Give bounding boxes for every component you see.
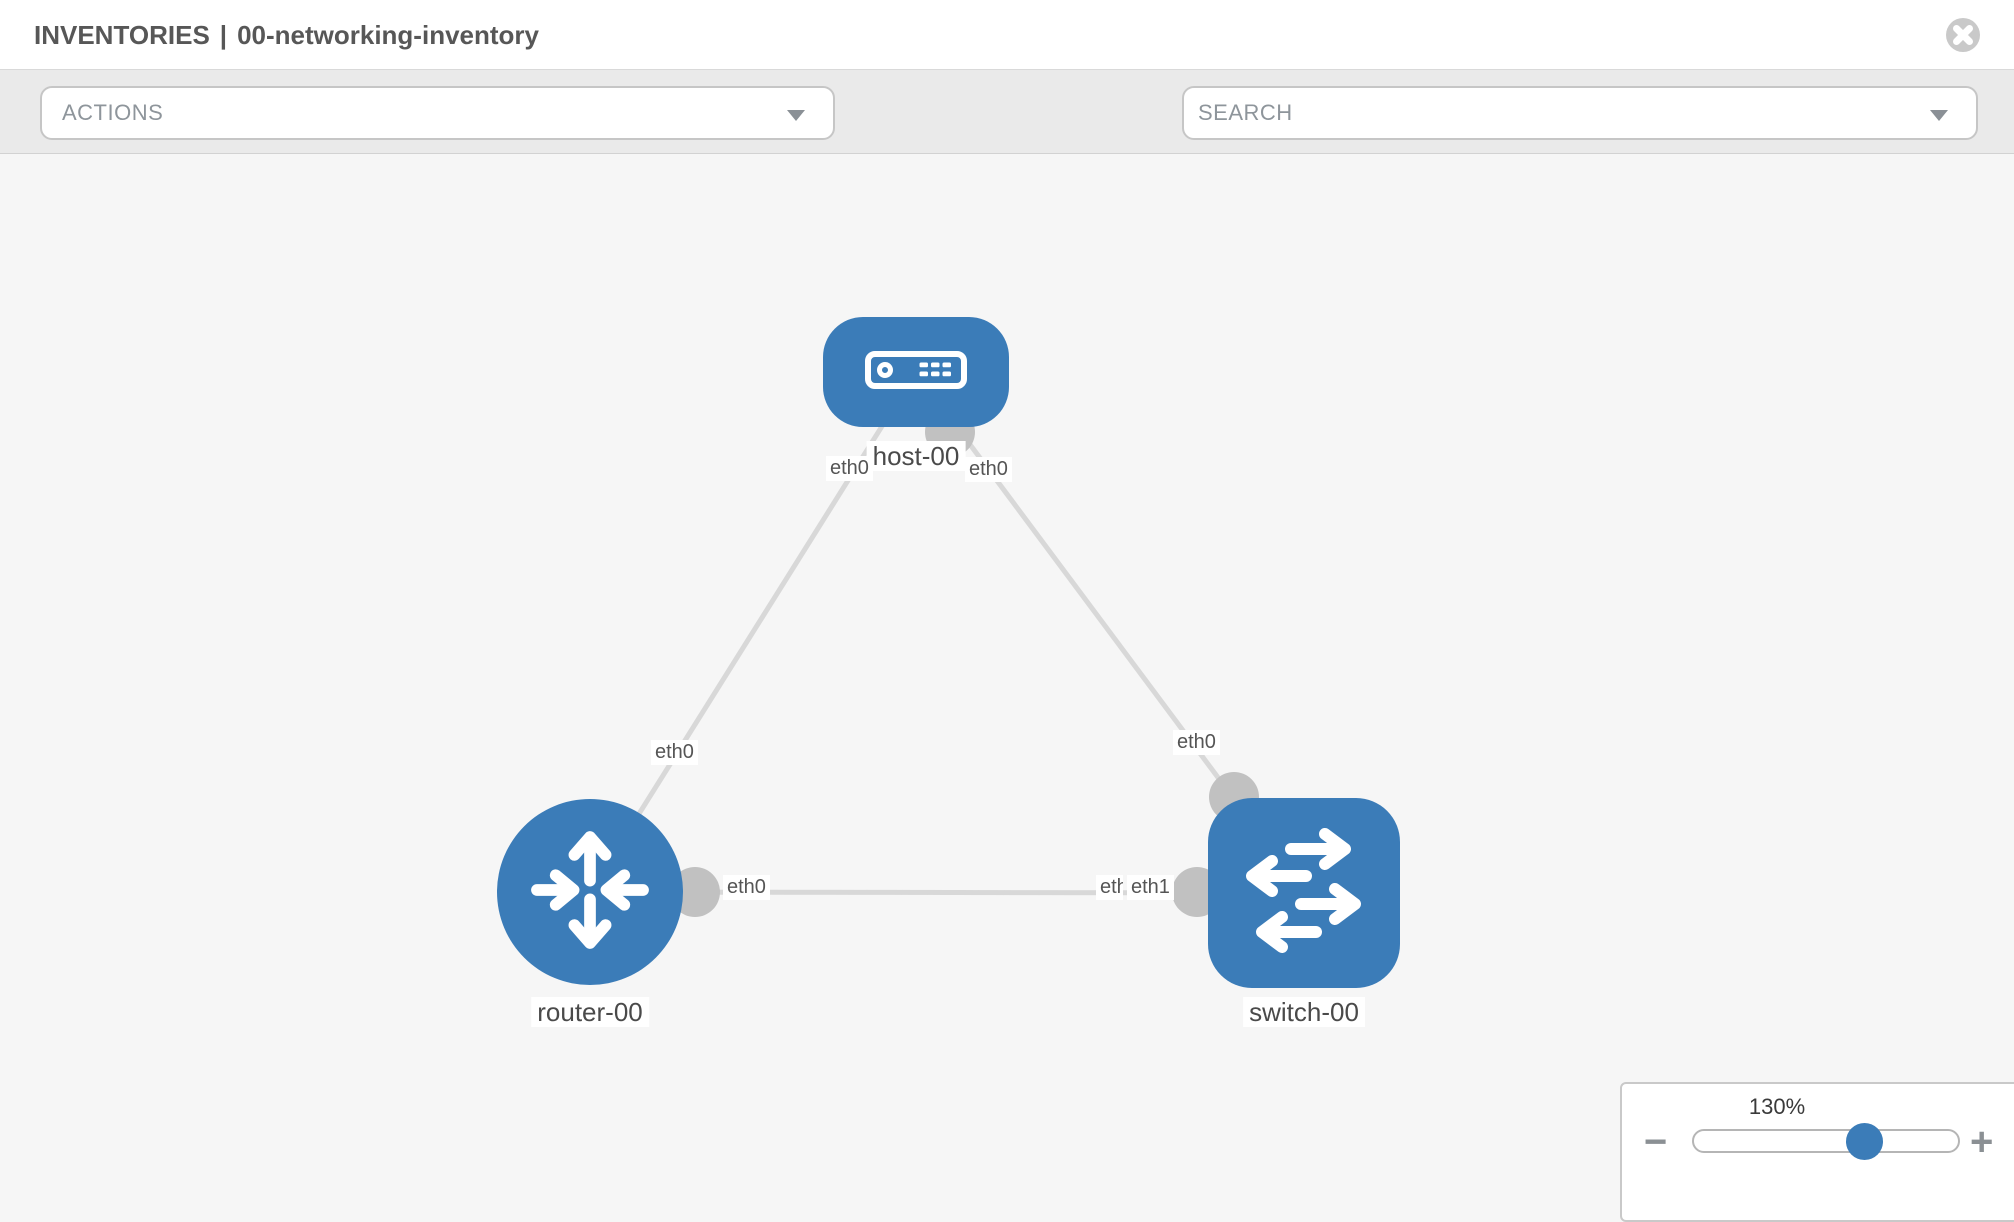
interface-label: eth0 [1173,730,1220,755]
zoom-control-panel: 130% − + [1620,1082,2014,1222]
node-label-switch: switch-00 [1243,997,1365,1027]
chevron-down-icon [1930,110,1948,121]
actions-dropdown[interactable]: ACTIONS [40,86,835,140]
zoom-slider-knob[interactable] [1846,1123,1883,1160]
close-icon[interactable] [1945,17,1981,53]
interface-label-occluded: eth1 [1096,875,1123,900]
search-dropdown[interactable]: SEARCH [1182,86,1978,140]
node-label-host: host-00 [866,441,966,471]
topology-canvas[interactable]: host-00 router-00 switch-00 eth0 eth0 et… [0,155,2014,1200]
zoom-slider-track[interactable] [1692,1129,1960,1153]
interface-label: eth0 [651,740,698,765]
inventory-name: 00-networking-inventory [237,20,539,50]
node-router-00[interactable] [497,799,683,985]
node-label-router: router-00 [531,997,649,1027]
chevron-down-icon [787,110,805,121]
interface-label: eth0 [723,875,770,900]
node-host-00[interactable] [823,317,1009,427]
node-switch-00[interactable] [1208,798,1400,988]
zoom-in-button[interactable]: + [1970,1120,1994,1164]
router-arrows-icon [512,812,668,973]
toolbar: ACTIONS SEARCH [0,70,2014,202]
header-bar: INVENTORIES | 00-networking-inventory [0,0,2014,70]
breadcrumb-separator: | [219,20,228,50]
interface-label: eth0 [826,456,873,481]
zoom-out-button[interactable]: − [1644,1120,1668,1164]
switch-arrows-icon [1208,796,1400,991]
page-title: INVENTORIES | 00-networking-inventory [34,0,539,70]
links-layer [587,370,1307,896]
interface-label: eth1 [1127,875,1174,900]
server-icon [864,350,968,395]
interface-label: eth0 [965,457,1012,482]
actions-dropdown-label: ACTIONS [62,100,164,125]
search-dropdown-label: SEARCH [1198,100,1293,125]
breadcrumb-section: INVENTORIES [34,20,210,50]
zoom-level-value: 130% [1748,1094,1806,1119]
